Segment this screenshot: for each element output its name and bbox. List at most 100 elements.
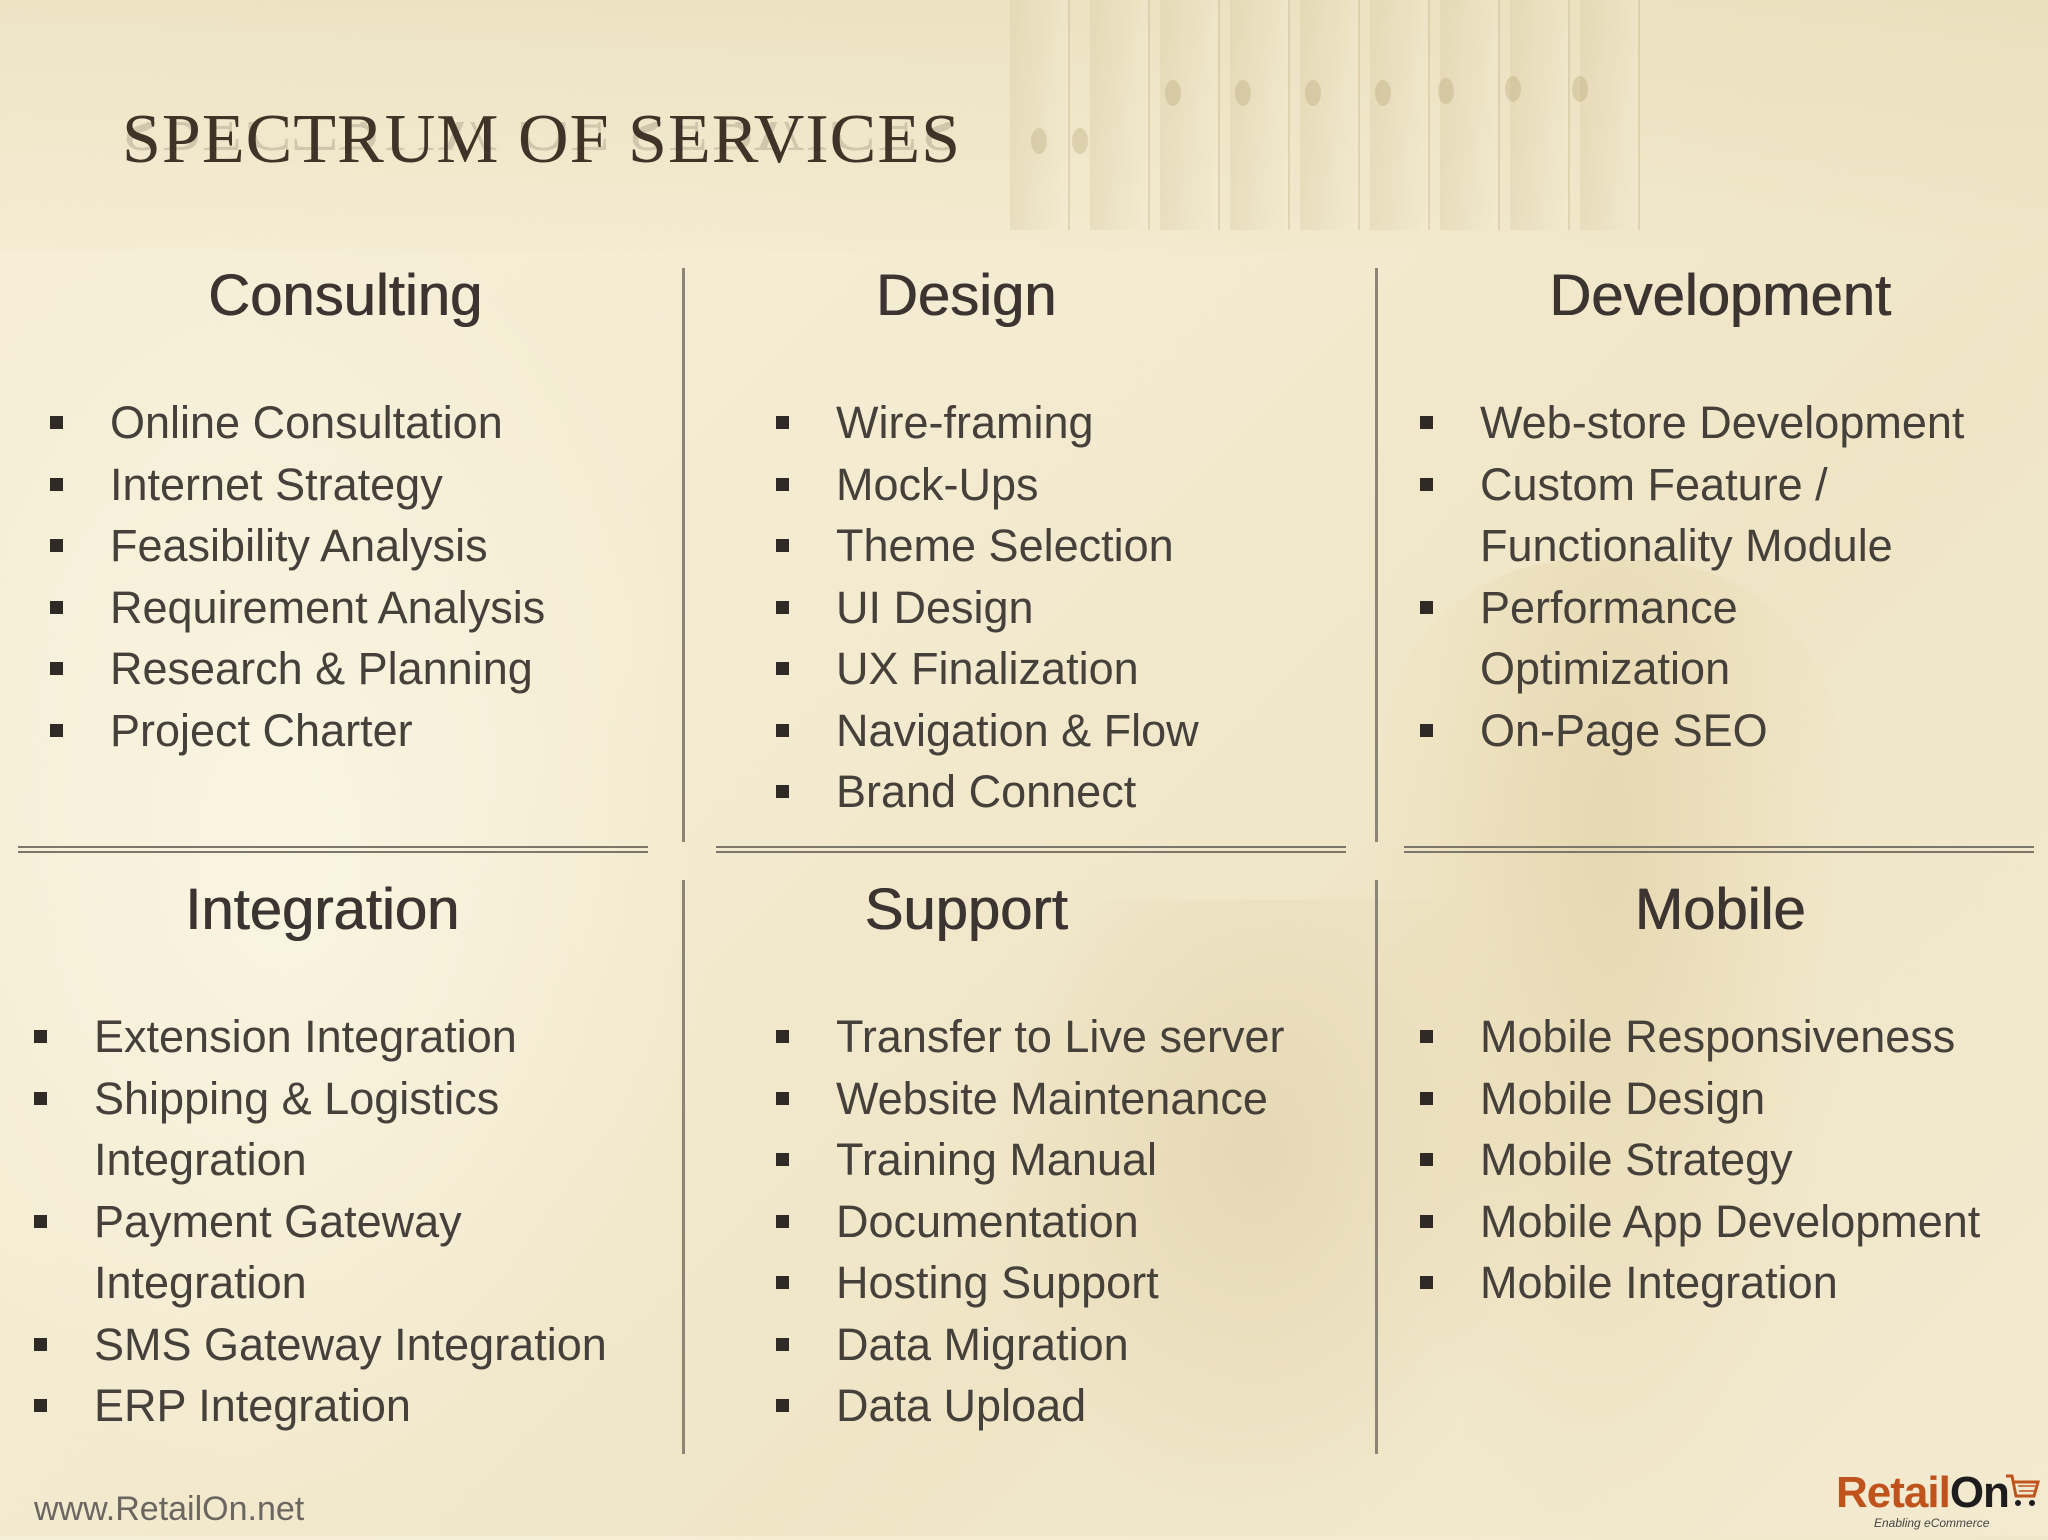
binder-hole [1165,80,1181,106]
column-divider [1375,880,1378,1454]
bullet-icon [776,539,789,552]
bullet-icon [776,1276,789,1289]
service-item: ERP Integration [34,1375,607,1437]
service-item-label: Website Maintenance [836,1072,1268,1124]
binder-hole [1438,78,1454,104]
service-item: Performance [1420,577,1964,639]
bullet-icon [1420,723,1433,737]
service-item-label: Payment Gateway [94,1195,462,1247]
background-binder [1160,0,1220,230]
service-item: Hosting Support [776,1252,1284,1314]
service-item: Project Charter [50,700,545,762]
service-item: Mobile Integration [1420,1252,1980,1314]
service-item: Shipping & Logistics [34,1068,607,1130]
service-item-continuation: Optimization [1420,638,1964,700]
service-item-label: Data Migration [836,1318,1129,1370]
service-item-label: Mobile Strategy [1480,1134,1793,1185]
service-item-label: On-Page SEO [1480,704,1768,756]
section-heading: Consulting [207,263,483,328]
row-divider [716,846,1346,853]
logo-tagline: Enabling eCommerce [1874,1516,1990,1530]
service-item-label: Online Consultation [110,397,503,448]
bullet-icon [776,416,789,429]
background-binder [1580,0,1640,230]
binder-hole [1031,128,1047,154]
service-item: Custom Feature / [1420,454,1964,516]
background-binder [1090,0,1150,230]
logo-name-part2: On [1949,1468,2010,1517]
binder-hole [1375,80,1391,106]
service-item: UX Finalization [776,638,1199,700]
service-item-label: UX Finalization [836,643,1139,694]
service-item: Research & Planning [50,638,545,700]
service-item: Online Consultation [50,392,545,454]
background-binder [1510,0,1570,230]
bullet-icon [776,723,789,737]
service-item-label: Mobile App Development [1480,1195,1981,1247]
service-item: Payment Gateway [34,1191,607,1253]
bullet-icon [50,416,63,429]
service-item-label: Requirement Analysis [110,581,546,633]
service-item: Brand Connect [776,761,1199,823]
binder-hole [1072,128,1088,154]
background-binder [1010,0,1070,230]
service-item: Web-store Development [1420,392,1964,454]
service-item-label: Integration [94,1257,307,1308]
background-binder [1440,0,1500,230]
service-item: SMS Gateway Integration [34,1314,607,1376]
section-heading: Design [875,263,1057,328]
bullet-icon [1420,600,1433,614]
service-item-label: Internet Strategy [110,458,443,510]
service-item-continuation: Integration [34,1252,607,1314]
bullet-icon [1420,477,1433,491]
service-item-label: Mobile Integration [1480,1257,1838,1308]
bullet-icon [1420,1030,1433,1043]
service-item-label: Hosting Support [836,1257,1159,1308]
bullet-icon [1420,416,1433,429]
background-binder [1300,0,1360,230]
retailon-logo: RetailOn Enabling eCommerce [1836,1468,2040,1532]
shopping-cart-icon [2006,1474,2040,1506]
service-item-continuation: Integration [34,1129,607,1191]
background-glow [0,180,720,1536]
footer-url: www.RetailOn.net [34,1490,305,1528]
service-item: UI Design [776,577,1199,639]
service-item: Mobile App Development [1420,1191,1980,1253]
service-item: Data Migration [776,1314,1284,1376]
bullet-icon [34,1337,47,1351]
service-item-label: Project Charter [110,704,413,756]
service-item: Requirement Analysis [50,577,545,639]
service-item-label: Research & Planning [110,643,533,694]
service-item-label: ERP Integration [94,1380,411,1431]
bullet-icon [776,785,789,798]
service-item-continuation: Functionality Module [1420,515,1964,577]
bullet-icon [1420,1276,1433,1289]
bullet-icon [776,477,789,491]
service-item: Data Upload [776,1375,1284,1437]
binder-hole [1305,80,1321,106]
service-item: Theme Selection [776,515,1199,577]
service-item-label: Wire-framing [836,397,1094,448]
service-item-label: Mobile Responsiveness [1480,1011,1956,1062]
service-item-label: Mock-Ups [836,458,1039,510]
service-item: Training Manual [776,1129,1284,1191]
bullet-icon [34,1214,47,1228]
section-heading: Support [864,877,1068,942]
service-item-label: Shipping & Logistics [94,1072,500,1124]
bullet-icon [776,662,789,675]
service-item: Mobile Design [1420,1068,1980,1130]
logo-name-part1: Retail [1836,1468,1951,1517]
bullet-icon [776,1337,789,1351]
service-item: Extension Integration [34,1006,607,1068]
service-item-label: SMS Gateway Integration [94,1318,607,1370]
service-item: Mock-Ups [776,454,1199,516]
column-divider [1375,268,1378,842]
